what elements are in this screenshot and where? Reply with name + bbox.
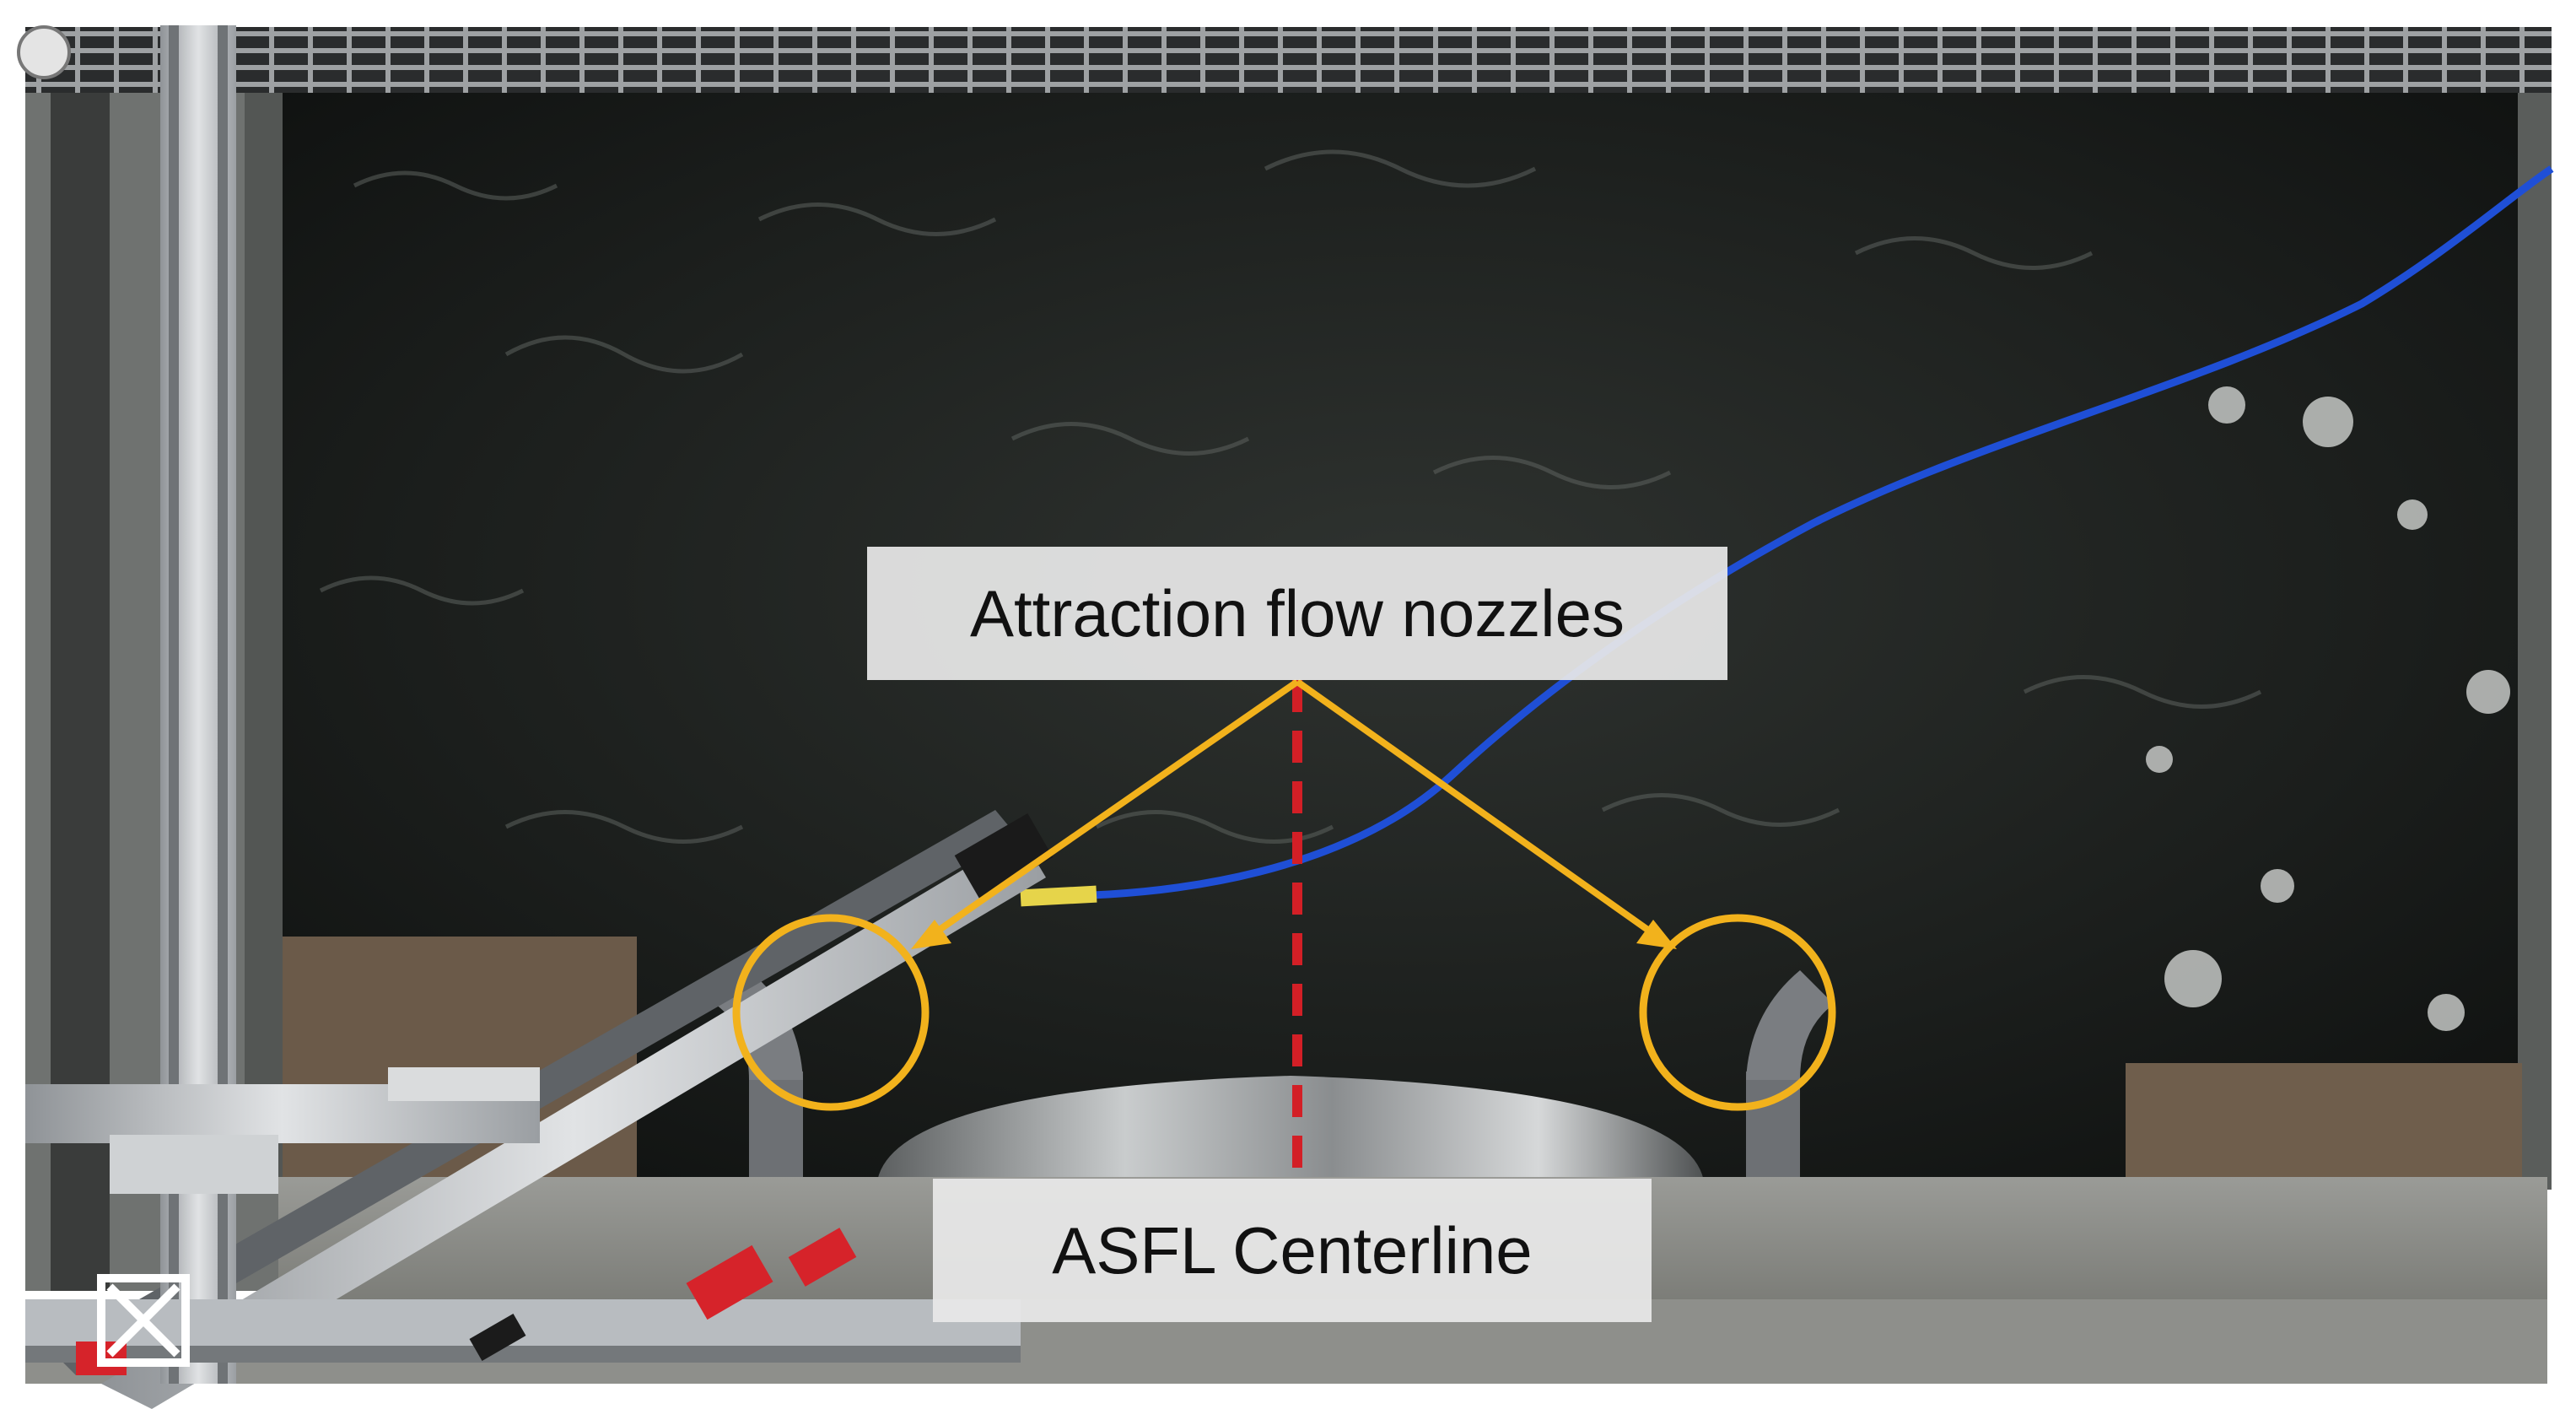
red-clamps [76,1228,857,1375]
wood-block-right [2126,1063,2522,1190]
foam-spots [2146,386,2510,1031]
asfl-centerline-label: ASFL Centerline [933,1179,1652,1322]
left-nozzle-highlight-circle [732,914,930,1111]
metal-grate [25,27,2552,93]
water-ripples [319,149,2262,844]
blue-cable [1028,165,2554,900]
right-nozzle-highlight-circle [1639,914,1836,1111]
attraction-flow-nozzles-label: Attraction flow nozzles [867,547,1727,680]
frame-connector-icon [97,1274,190,1367]
annotation-arrows [911,678,1677,949]
stainless-weir [877,1076,1704,1181]
